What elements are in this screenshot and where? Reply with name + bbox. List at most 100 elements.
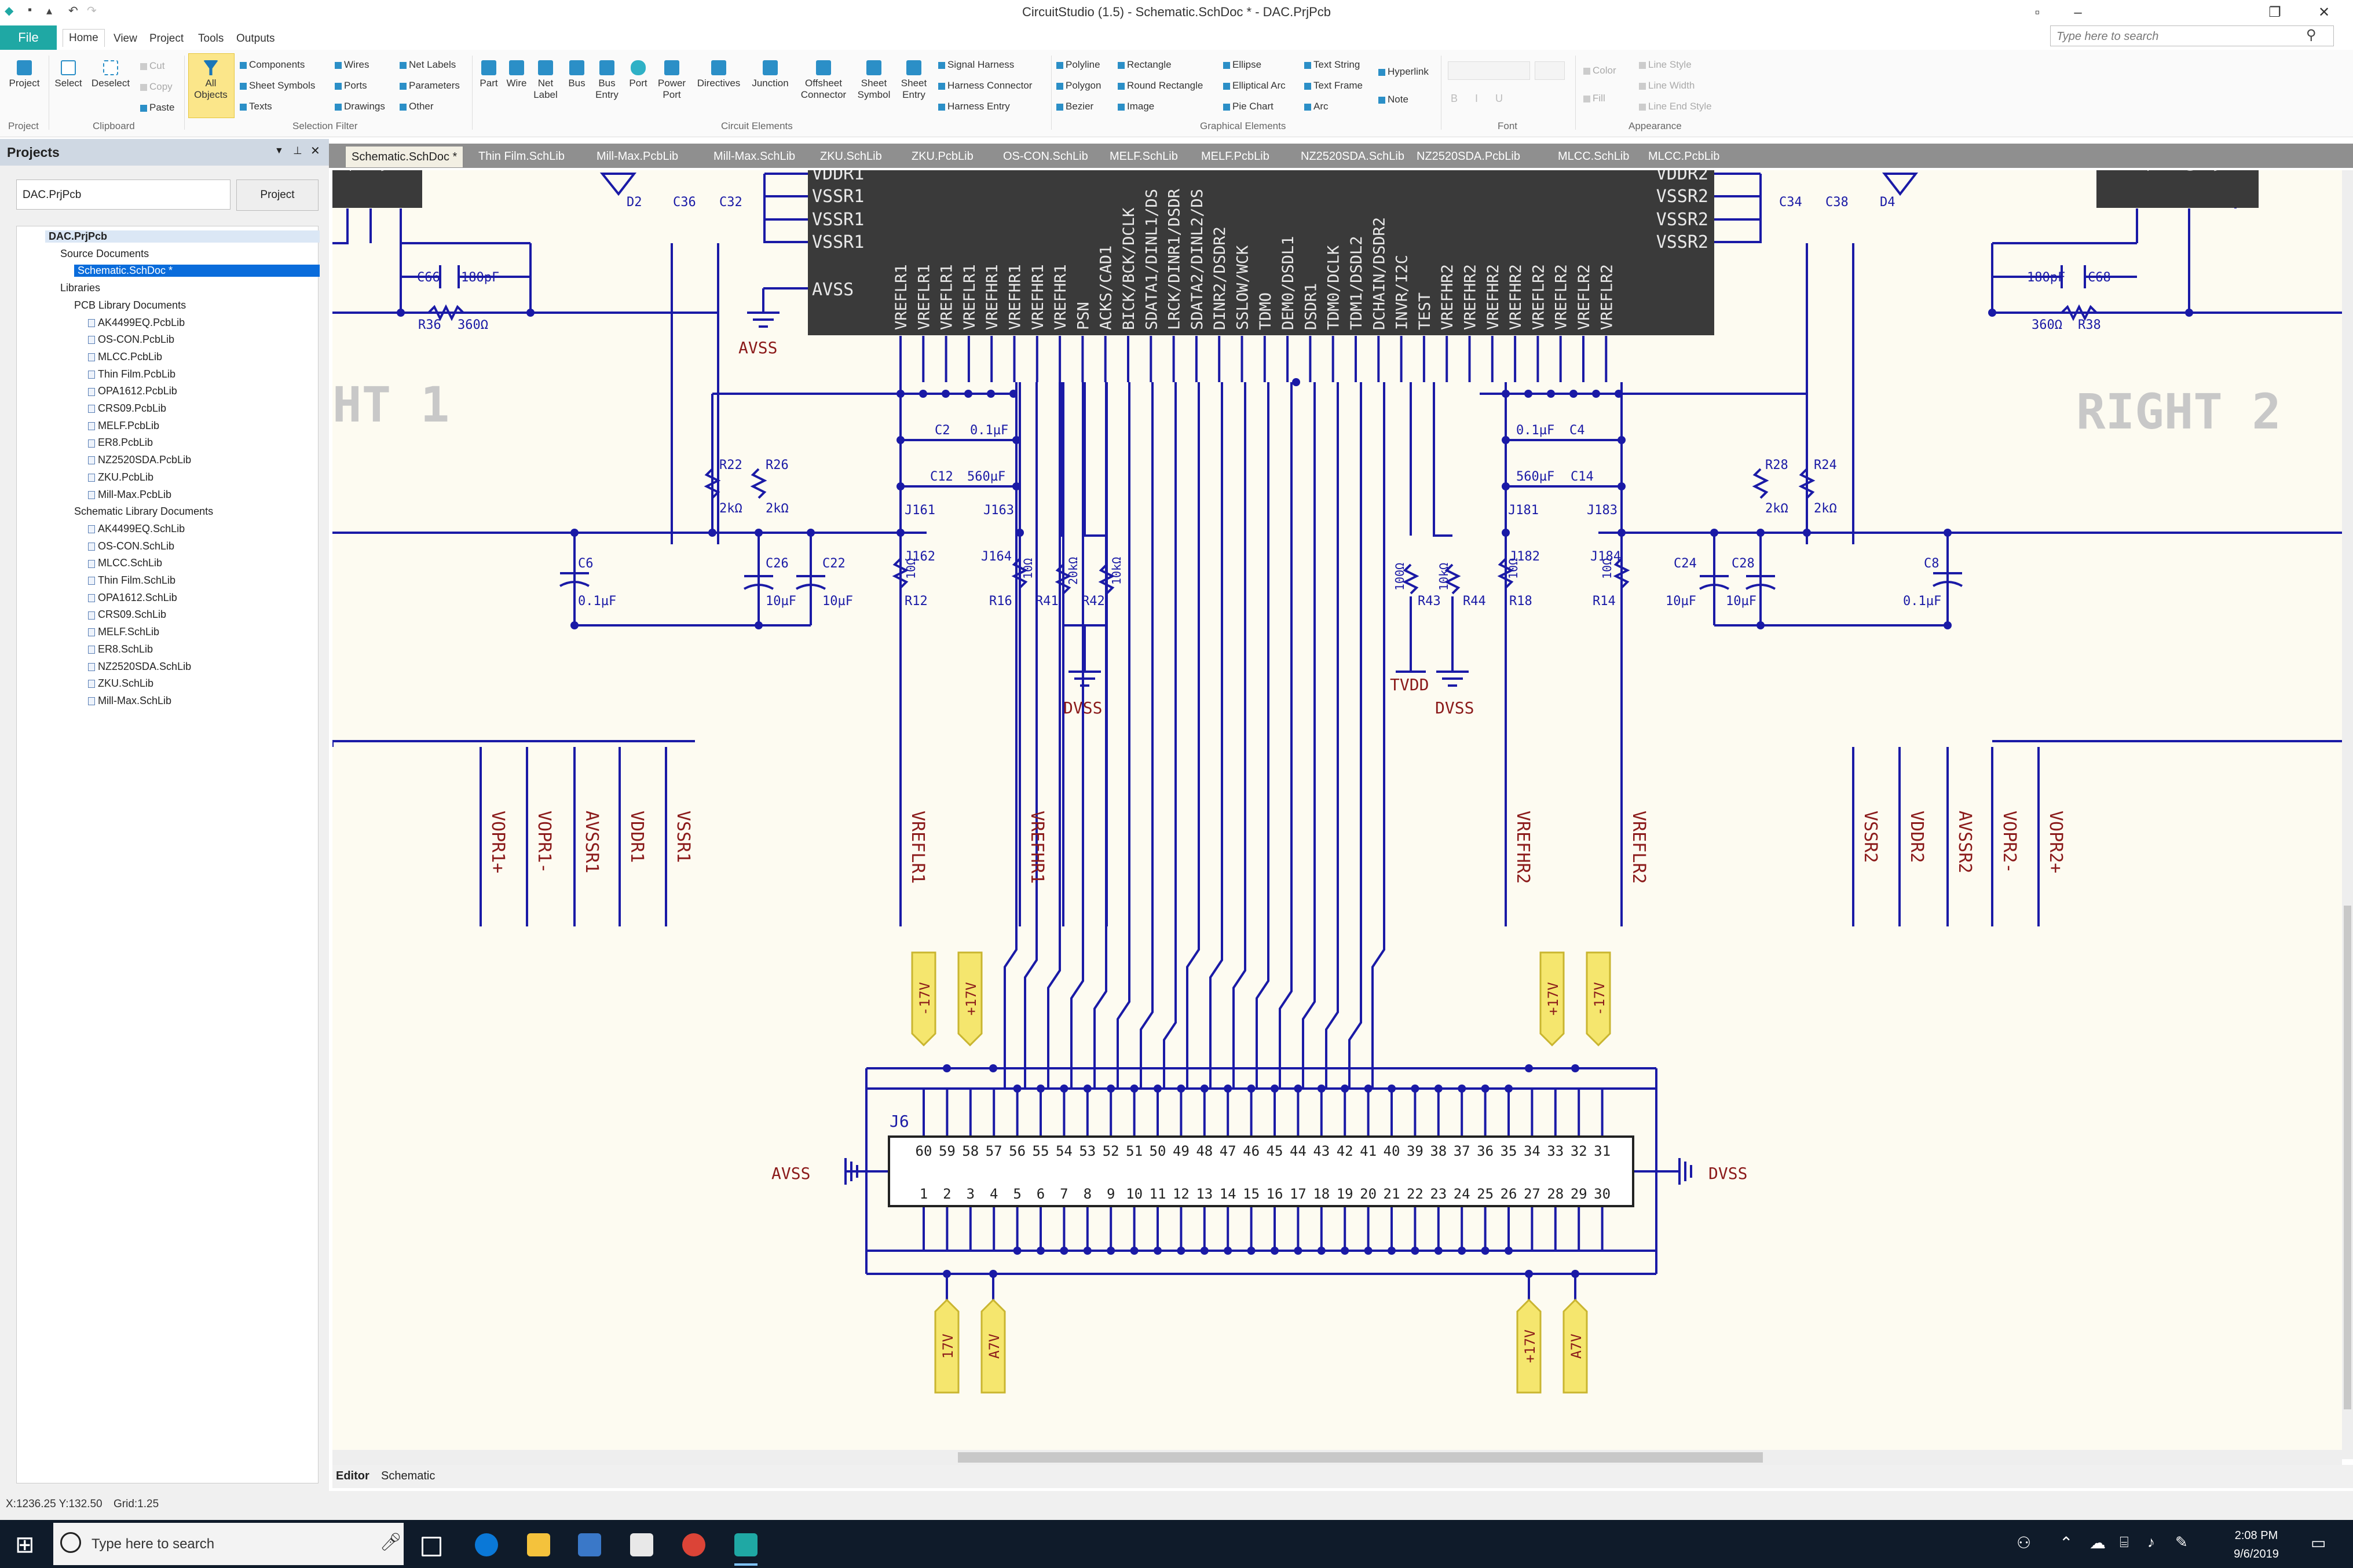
- doc-tab[interactable]: Thin Film.SchLib: [478, 150, 565, 163]
- rectangle-button[interactable]: Rectangle: [1118, 59, 1172, 71]
- power-flag[interactable]: A7V: [980, 1298, 1006, 1394]
- ellipse-button[interactable]: Ellipse: [1223, 59, 1261, 71]
- opamp-left-body[interactable]: [332, 170, 422, 208]
- menu-view[interactable]: View: [114, 32, 137, 45]
- tree-pcb-lib-item[interactable]: MLCC.PcbLib: [88, 351, 162, 363]
- font-name-select[interactable]: [1448, 61, 1530, 80]
- mail-icon[interactable]: [630, 1533, 653, 1556]
- filter-drawings[interactable]: Drawings: [335, 101, 385, 112]
- pen-icon[interactable]: ✎: [2175, 1533, 2188, 1551]
- vertical-scroll-thumb[interactable]: [2344, 906, 2351, 1409]
- tree-sch-lib-item[interactable]: OS-CON.SchLib: [88, 540, 174, 552]
- tree-pcb-lib-item[interactable]: Mill-Max.PcbLib: [88, 489, 171, 501]
- taskbar-search[interactable]: Type here to search: [53, 1523, 404, 1565]
- tree-pcb-lib-item[interactable]: MELF.PcbLib: [88, 420, 159, 432]
- restore-button[interactable]: ❐: [2268, 5, 2281, 20]
- people-icon[interactable]: ⚇: [2017, 1534, 2032, 1552]
- filter-wires[interactable]: Wires: [335, 59, 369, 71]
- doc-tab[interactable]: ZKU.PcbLib: [912, 150, 974, 163]
- copy-button[interactable]: Copy: [140, 81, 173, 93]
- undo-icon[interactable]: ↶: [68, 5, 78, 17]
- doc-tab[interactable]: NZ2520SDA.PcbLib: [1417, 150, 1520, 163]
- part-button[interactable]: Part: [476, 60, 502, 89]
- schematic-tab[interactable]: Schematic: [381, 1470, 436, 1482]
- panel-close-icon[interactable]: ✕: [310, 145, 320, 157]
- pin-icon[interactable]: ⊥: [293, 145, 302, 156]
- pie-chart-button[interactable]: Pie Chart: [1223, 101, 1274, 112]
- tree-source-documents[interactable]: Source Documents: [60, 248, 149, 260]
- polygon-button[interactable]: Polygon: [1056, 80, 1101, 91]
- harness-connector-button[interactable]: Harness Connector: [938, 80, 1032, 91]
- tree-sch-lib-item[interactable]: Thin Film.SchLib: [88, 574, 175, 587]
- circuitstudio-taskbar-icon[interactable]: [734, 1533, 758, 1556]
- doc-tab[interactable]: MELF.SchLib: [1110, 150, 1178, 163]
- power-flag[interactable]: +17V: [957, 951, 983, 1047]
- harness-entry-button[interactable]: Harness Entry: [938, 101, 1010, 112]
- task-view-icon[interactable]: [422, 1537, 441, 1556]
- doc-tab[interactable]: NZ2520SDA.SchLib: [1301, 150, 1404, 163]
- doc-tab[interactable]: MLCC.SchLib: [1558, 150, 1630, 163]
- vertical-scrollbar[interactable]: [2342, 170, 2353, 1459]
- dac-ic-body[interactable]: [808, 170, 1714, 335]
- power-flag[interactable]: 17V: [934, 1298, 960, 1394]
- close-button[interactable]: ✕: [2318, 5, 2330, 20]
- port-button[interactable]: Port: [625, 60, 651, 89]
- image-button[interactable]: Image: [1118, 101, 1154, 112]
- edge-icon[interactable]: [475, 1533, 498, 1556]
- notifications-icon[interactable]: ▭: [2311, 1534, 2326, 1552]
- tree-pcb-lib-item[interactable]: ER8.PcbLib: [88, 437, 153, 449]
- project-button[interactable]: Project: [6, 60, 43, 89]
- doc-tab[interactable]: OS-CON.SchLib: [1003, 150, 1088, 163]
- volume-icon[interactable]: ♪: [2147, 1533, 2155, 1551]
- microphone-icon[interactable]: 🎤︎: [380, 1533, 402, 1552]
- tree-pcb-library-documents[interactable]: PCB Library Documents: [74, 299, 186, 312]
- tree-sch-lib-item[interactable]: ER8.SchLib: [88, 643, 153, 655]
- network-icon[interactable]: ⌸: [2120, 1533, 2129, 1551]
- search-icon[interactable]: ⚲: [2306, 27, 2317, 43]
- editor-tab[interactable]: Editor: [336, 1470, 369, 1482]
- bezier-button[interactable]: Bezier: [1056, 101, 1093, 112]
- filter-net-labels[interactable]: Net Labels: [400, 59, 456, 71]
- select-button[interactable]: Select: [51, 60, 86, 89]
- filter-parameters[interactable]: Parameters: [400, 80, 460, 91]
- file-menu[interactable]: File: [0, 25, 57, 50]
- line-style-button[interactable]: Line Style: [1639, 59, 1692, 71]
- connector-j6-body[interactable]: [888, 1135, 1634, 1207]
- directives-button[interactable]: Directives: [693, 60, 745, 89]
- panel-menu-icon[interactable]: ▼: [275, 146, 284, 156]
- arc-button[interactable]: Arc: [1304, 101, 1329, 112]
- doc-tab-active[interactable]: Schematic.SchDoc *: [345, 146, 464, 167]
- power-flag[interactable]: A7V: [1562, 1298, 1588, 1394]
- tree-sch-lib-item[interactable]: NZ2520SDA.SchLib: [88, 661, 191, 673]
- line-width-button[interactable]: Line Width: [1639, 80, 1695, 91]
- line-end-style-button[interactable]: Line End Style: [1639, 101, 1712, 112]
- junction-button[interactable]: Junction: [747, 60, 793, 89]
- search-input[interactable]: Type here to search: [2050, 25, 2334, 46]
- filter-other[interactable]: Other: [400, 101, 434, 112]
- tree-schematic-doc[interactable]: Schematic.SchDoc *: [74, 265, 320, 277]
- elliptical-arc-button[interactable]: Elliptical Arc: [1223, 80, 1286, 91]
- tree-pcb-lib-item[interactable]: CRS09.PcbLib: [88, 402, 166, 415]
- signal-harness-button[interactable]: Signal Harness: [938, 59, 1014, 71]
- opamp-right-body[interactable]: [2096, 170, 2259, 208]
- store-icon[interactable]: [578, 1533, 601, 1556]
- power-flag[interactable]: -17V: [911, 951, 936, 1047]
- horizontal-scroll-thumb[interactable]: [958, 1452, 1763, 1463]
- tree-pcb-lib-item[interactable]: Thin Film.PcbLib: [88, 368, 175, 380]
- doc-tab[interactable]: Mill-Max.SchLib: [713, 150, 796, 163]
- save-icon[interactable]: ▪: [28, 3, 32, 16]
- filter-ports[interactable]: Ports: [335, 80, 367, 91]
- tree-root-project[interactable]: DAC.PrjPcb: [45, 230, 320, 243]
- color-button[interactable]: Color: [1583, 65, 1616, 76]
- doc-tab[interactable]: ZKU.SchLib: [820, 150, 882, 163]
- tree-sch-lib-item[interactable]: AK4499EQ.SchLib: [88, 523, 185, 535]
- bus-button[interactable]: Bus: [565, 60, 588, 89]
- doc-tab[interactable]: Mill-Max.PcbLib: [597, 150, 679, 163]
- tree-libraries[interactable]: Libraries: [60, 282, 100, 294]
- power-flag[interactable]: +17V: [1539, 951, 1565, 1047]
